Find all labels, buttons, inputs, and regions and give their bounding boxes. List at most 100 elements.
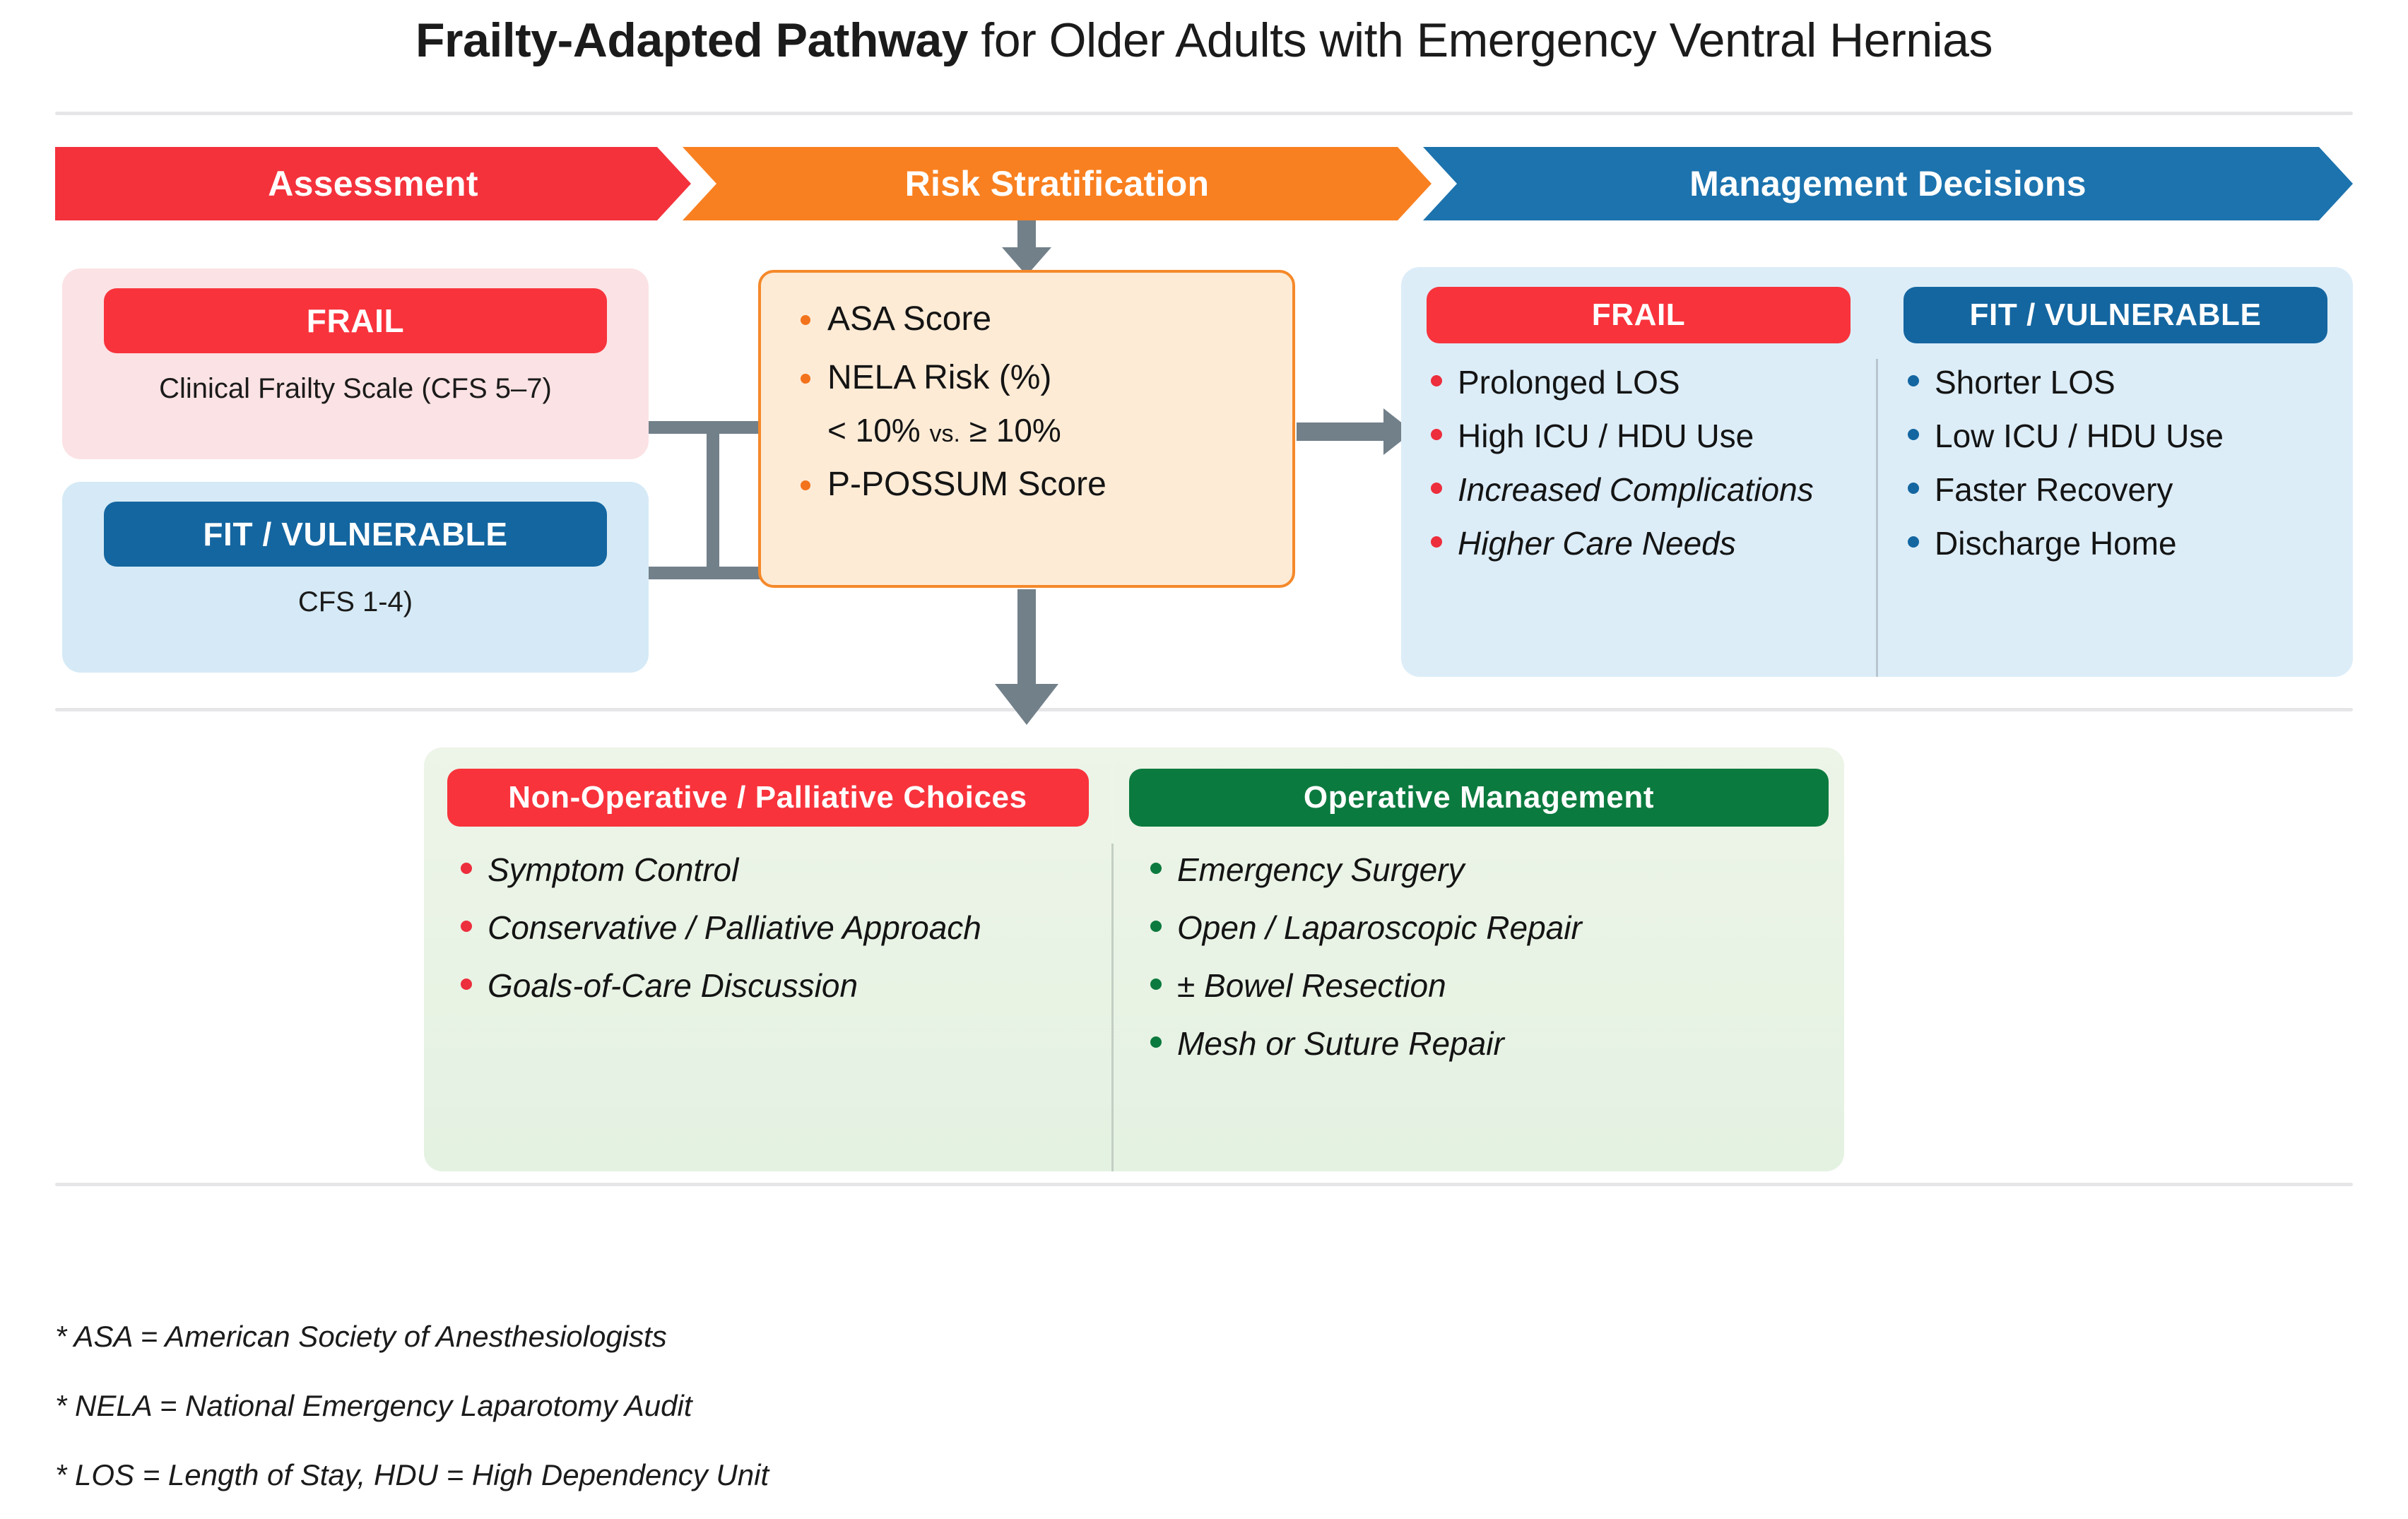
management-fit-list: Shorter LOS Low ICU / HDU Use Faster Rec… xyxy=(1889,363,2342,562)
stage-chevron-risk-stratification[interactable]: Risk Stratification xyxy=(683,147,1432,220)
risk-item-nela-threshold: < 10% vs. ≥ 10% xyxy=(827,411,1292,449)
bullet-dot-icon xyxy=(1431,375,1442,386)
list-item: Low ICU / HDU Use xyxy=(1908,417,2342,455)
assessment-card-frail: FRAIL Clinical Frailty Scale (CFS 5–7) xyxy=(62,268,649,459)
assessment-fit-subtitle: CFS 1-4) xyxy=(297,586,413,617)
list-item: Discharge Home xyxy=(1908,524,2342,562)
footnote-nela: * NELA = National Emergency Laparotomy A… xyxy=(55,1389,692,1422)
arrow-down-icon xyxy=(995,684,1058,725)
management-decisions-panel: FRAIL Prolonged LOS High ICU / HDU Use I… xyxy=(1401,267,2353,677)
bullet-dot-icon xyxy=(1150,863,1162,874)
divider-top xyxy=(55,112,2353,115)
decisions-operative-item-2: ± Bowel Resection xyxy=(1177,967,1446,1004)
assessment-card-fit: FIT / VULNERABLE CFS 1-4) xyxy=(62,482,649,673)
assessment-pill-fit-label: FIT / VULNERABLE xyxy=(203,516,508,552)
assessment-frail-subtitle: Clinical Frailty Scale (CFS 5–7) xyxy=(159,373,552,404)
list-item: Faster Recovery xyxy=(1908,471,2342,509)
risk-item-ppossum-label: P-POSSUM Score xyxy=(827,465,1106,503)
stage-chevron-assessment[interactable]: Assessment xyxy=(55,147,691,220)
bullet-dot-icon xyxy=(1150,979,1162,990)
decisions-operative-item-3: Mesh or Suture Repair xyxy=(1177,1025,1504,1062)
bullet-dot-icon xyxy=(1150,921,1162,932)
risk-threshold-vs: vs. xyxy=(929,420,960,447)
divider-middle xyxy=(55,708,2353,711)
stage-banner: Assessment Risk Stratification Managemen… xyxy=(55,147,2353,220)
management-frail-item-1: High ICU / HDU Use xyxy=(1458,418,1754,454)
management-frail-item-2: Increased Complications xyxy=(1458,471,1814,508)
risk-item-ppossum: P-POSSUM Score xyxy=(801,462,1292,508)
management-frail-item-0: Prolonged LOS xyxy=(1458,364,1680,401)
management-fit-item-3: Discharge Home xyxy=(1935,525,2177,562)
risk-threshold-low: < 10% xyxy=(827,411,930,449)
decisions-pill-operative: Operative Management xyxy=(1129,769,1829,827)
stage-label-assessment: Assessment xyxy=(268,164,478,203)
list-item: Symptom Control xyxy=(461,851,1096,889)
arrow-risk-to-decisions-stem xyxy=(1017,589,1036,688)
bullet-dot-icon xyxy=(461,863,472,874)
management-pill-fit-label: FIT / VULNERABLE xyxy=(1969,297,2262,332)
list-item: High ICU / HDU Use xyxy=(1431,417,1865,455)
list-item: Increased Complications xyxy=(1431,471,1865,509)
decisions-pill-non-operative: Non-Operative / Palliative Choices xyxy=(447,769,1089,827)
risk-item-nela: NELA Risk (%) xyxy=(801,355,1292,401)
management-pill-frail: FRAIL xyxy=(1427,287,1851,343)
title-rest-part: for Older Adults with Emergency Ventral … xyxy=(968,13,1993,67)
bullet-dot-icon xyxy=(1908,483,1919,494)
bullet-dot-icon xyxy=(461,921,472,932)
management-fit-item-1: Low ICU / HDU Use xyxy=(1935,418,2224,454)
footnote-los: * LOS = Length of Stay, HDU = High Depen… xyxy=(55,1458,769,1491)
stage-label-management-decisions: Management Decisions xyxy=(1689,164,2087,203)
risk-item-nela-label: NELA Risk (%) xyxy=(827,358,1052,396)
list-item: Emergency Surgery xyxy=(1150,851,1829,889)
bullet-dot-icon xyxy=(801,480,810,490)
arrow-risk-to-management-stem xyxy=(1297,422,1388,441)
page-title: Frailty-Adapted Pathway for Older Adults… xyxy=(0,13,2408,68)
risk-item-asa-label: ASA Score xyxy=(827,300,992,338)
footnotes: * ASA = American Society of Anesthesiolo… xyxy=(55,1320,769,1519)
management-pill-fit: FIT / VULNERABLE xyxy=(1904,287,2327,343)
list-item: Goals-of-Care Discussion xyxy=(461,967,1096,1005)
risk-threshold-high: ≥ 10% xyxy=(960,411,1061,449)
list-item: Prolonged LOS xyxy=(1431,363,1865,401)
bullet-dot-icon xyxy=(1150,1036,1162,1048)
bullet-dot-icon xyxy=(1908,536,1919,548)
bullet-dot-icon xyxy=(801,315,810,325)
divider-bottom xyxy=(55,1183,2353,1186)
connector-bracket-vertical xyxy=(707,421,719,579)
management-frail-list: Prolonged LOS High ICU / HDU Use Increas… xyxy=(1412,363,1865,562)
management-fit-item-2: Faster Recovery xyxy=(1935,471,2173,508)
decisions-pill-operative-label: Operative Management xyxy=(1303,780,1655,815)
stage-label-risk-stratification: Risk Stratification xyxy=(904,164,1210,203)
decisions-non-operative-list: Symptom Control Conservative / Palliativ… xyxy=(439,851,1096,1005)
assessment-pill-frail: FRAIL xyxy=(104,288,607,353)
risk-item-asa: ASA Score xyxy=(801,297,1292,343)
bullet-dot-icon xyxy=(801,373,810,384)
management-column-fit: FIT / VULNERABLE Shorter LOS Low ICU / H… xyxy=(1876,267,2353,677)
list-item: Shorter LOS xyxy=(1908,363,2342,401)
decisions-operative-list: Emergency Surgery Open / Laparoscopic Re… xyxy=(1129,851,1829,1063)
decisions-column-non-operative: Non-Operative / Palliative Choices Sympt… xyxy=(424,769,1111,1171)
list-item: Conservative / Palliative Approach xyxy=(461,909,1096,947)
assessment-pill-frail-label: FRAIL xyxy=(306,302,405,339)
bullet-dot-icon xyxy=(461,979,472,990)
assessment-pill-fit: FIT / VULNERABLE xyxy=(104,502,607,567)
list-item: Open / Laparoscopic Repair xyxy=(1150,909,1829,947)
title-bold-part: Frailty-Adapted Pathway xyxy=(415,13,969,67)
bullet-dot-icon xyxy=(1908,429,1919,440)
management-frail-item-3: Higher Care Needs xyxy=(1458,525,1736,562)
decisions-non-operative-item-1: Conservative / Palliative Approach xyxy=(488,909,981,946)
management-fit-item-0: Shorter LOS xyxy=(1935,364,2115,401)
decisions-operative-item-1: Open / Laparoscopic Repair xyxy=(1177,909,1582,946)
stage-chevron-management-decisions[interactable]: Management Decisions xyxy=(1423,147,2353,220)
decisions-non-operative-item-2: Goals-of-Care Discussion xyxy=(488,967,858,1004)
title-text: Frailty-Adapted Pathway for Older Adults… xyxy=(0,13,2408,68)
decisions-non-operative-item-0: Symptom Control xyxy=(488,851,739,888)
risk-stratification-card: ASA Score NELA Risk (%) < 10% vs. ≥ 10% … xyxy=(758,270,1295,588)
bullet-dot-icon xyxy=(1431,483,1442,494)
decisions-column-operative: Operative Management Emergency Surgery O… xyxy=(1111,747,1844,1171)
treatment-decisions-panel: Non-Operative / Palliative Choices Sympt… xyxy=(424,747,1844,1171)
arrow-banner-to-risk-stem xyxy=(1017,220,1036,252)
list-item: Mesh or Suture Repair xyxy=(1150,1024,1829,1063)
footnote-asa: * ASA = American Society of Anesthesiolo… xyxy=(55,1320,667,1353)
